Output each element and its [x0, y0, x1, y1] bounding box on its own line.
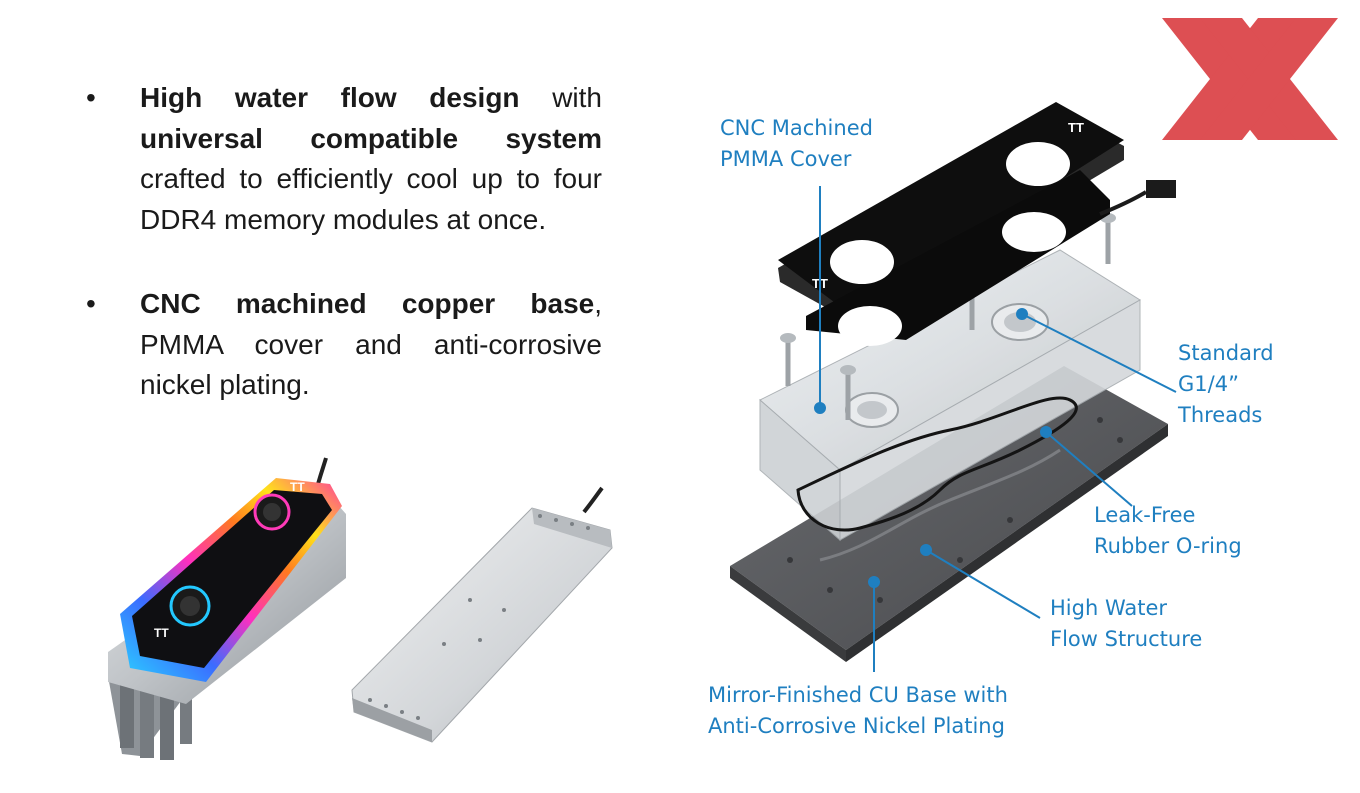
rubber-o-ring: [796, 396, 1078, 532]
feature-list: • High water flow design with universal …: [86, 78, 602, 406]
rgb-connector: [1146, 180, 1176, 198]
feature-bullet-2: • CNC machined copper base, PMMA cover a…: [86, 284, 602, 406]
callout-pmma-cover: CNC Machined PMMA Cover: [720, 116, 873, 171]
tt-brand-icon: TT: [290, 480, 305, 494]
bullet-dot-icon: •: [86, 82, 96, 113]
callout-flow-structure: High Water Flow Structure: [1050, 596, 1203, 651]
callout-cu-base: Mirror-Finished CU Base with Anti-Corros…: [708, 683, 1008, 738]
bullet-2-text: CNC machined copper base, PMMA cover and…: [140, 288, 602, 400]
bullet-1-text: High water flow design with universal co…: [140, 82, 602, 235]
tt-brand-icon: TT: [154, 626, 169, 640]
callout-lines: [814, 186, 1177, 672]
callout-threads: Standard G1/4” Threads: [1178, 341, 1274, 427]
cu-base-plate: [730, 366, 1168, 662]
screws: [785, 220, 1111, 420]
tt-brand-icon: TT: [1068, 120, 1084, 135]
feature-bullet-1: • High water flow design with universal …: [86, 78, 602, 240]
bullet-dot-icon: •: [86, 288, 96, 319]
pmma-cover: TT TT: [778, 102, 1124, 346]
callout-o-ring: Leak-Free Rubber O-ring: [1094, 503, 1242, 558]
